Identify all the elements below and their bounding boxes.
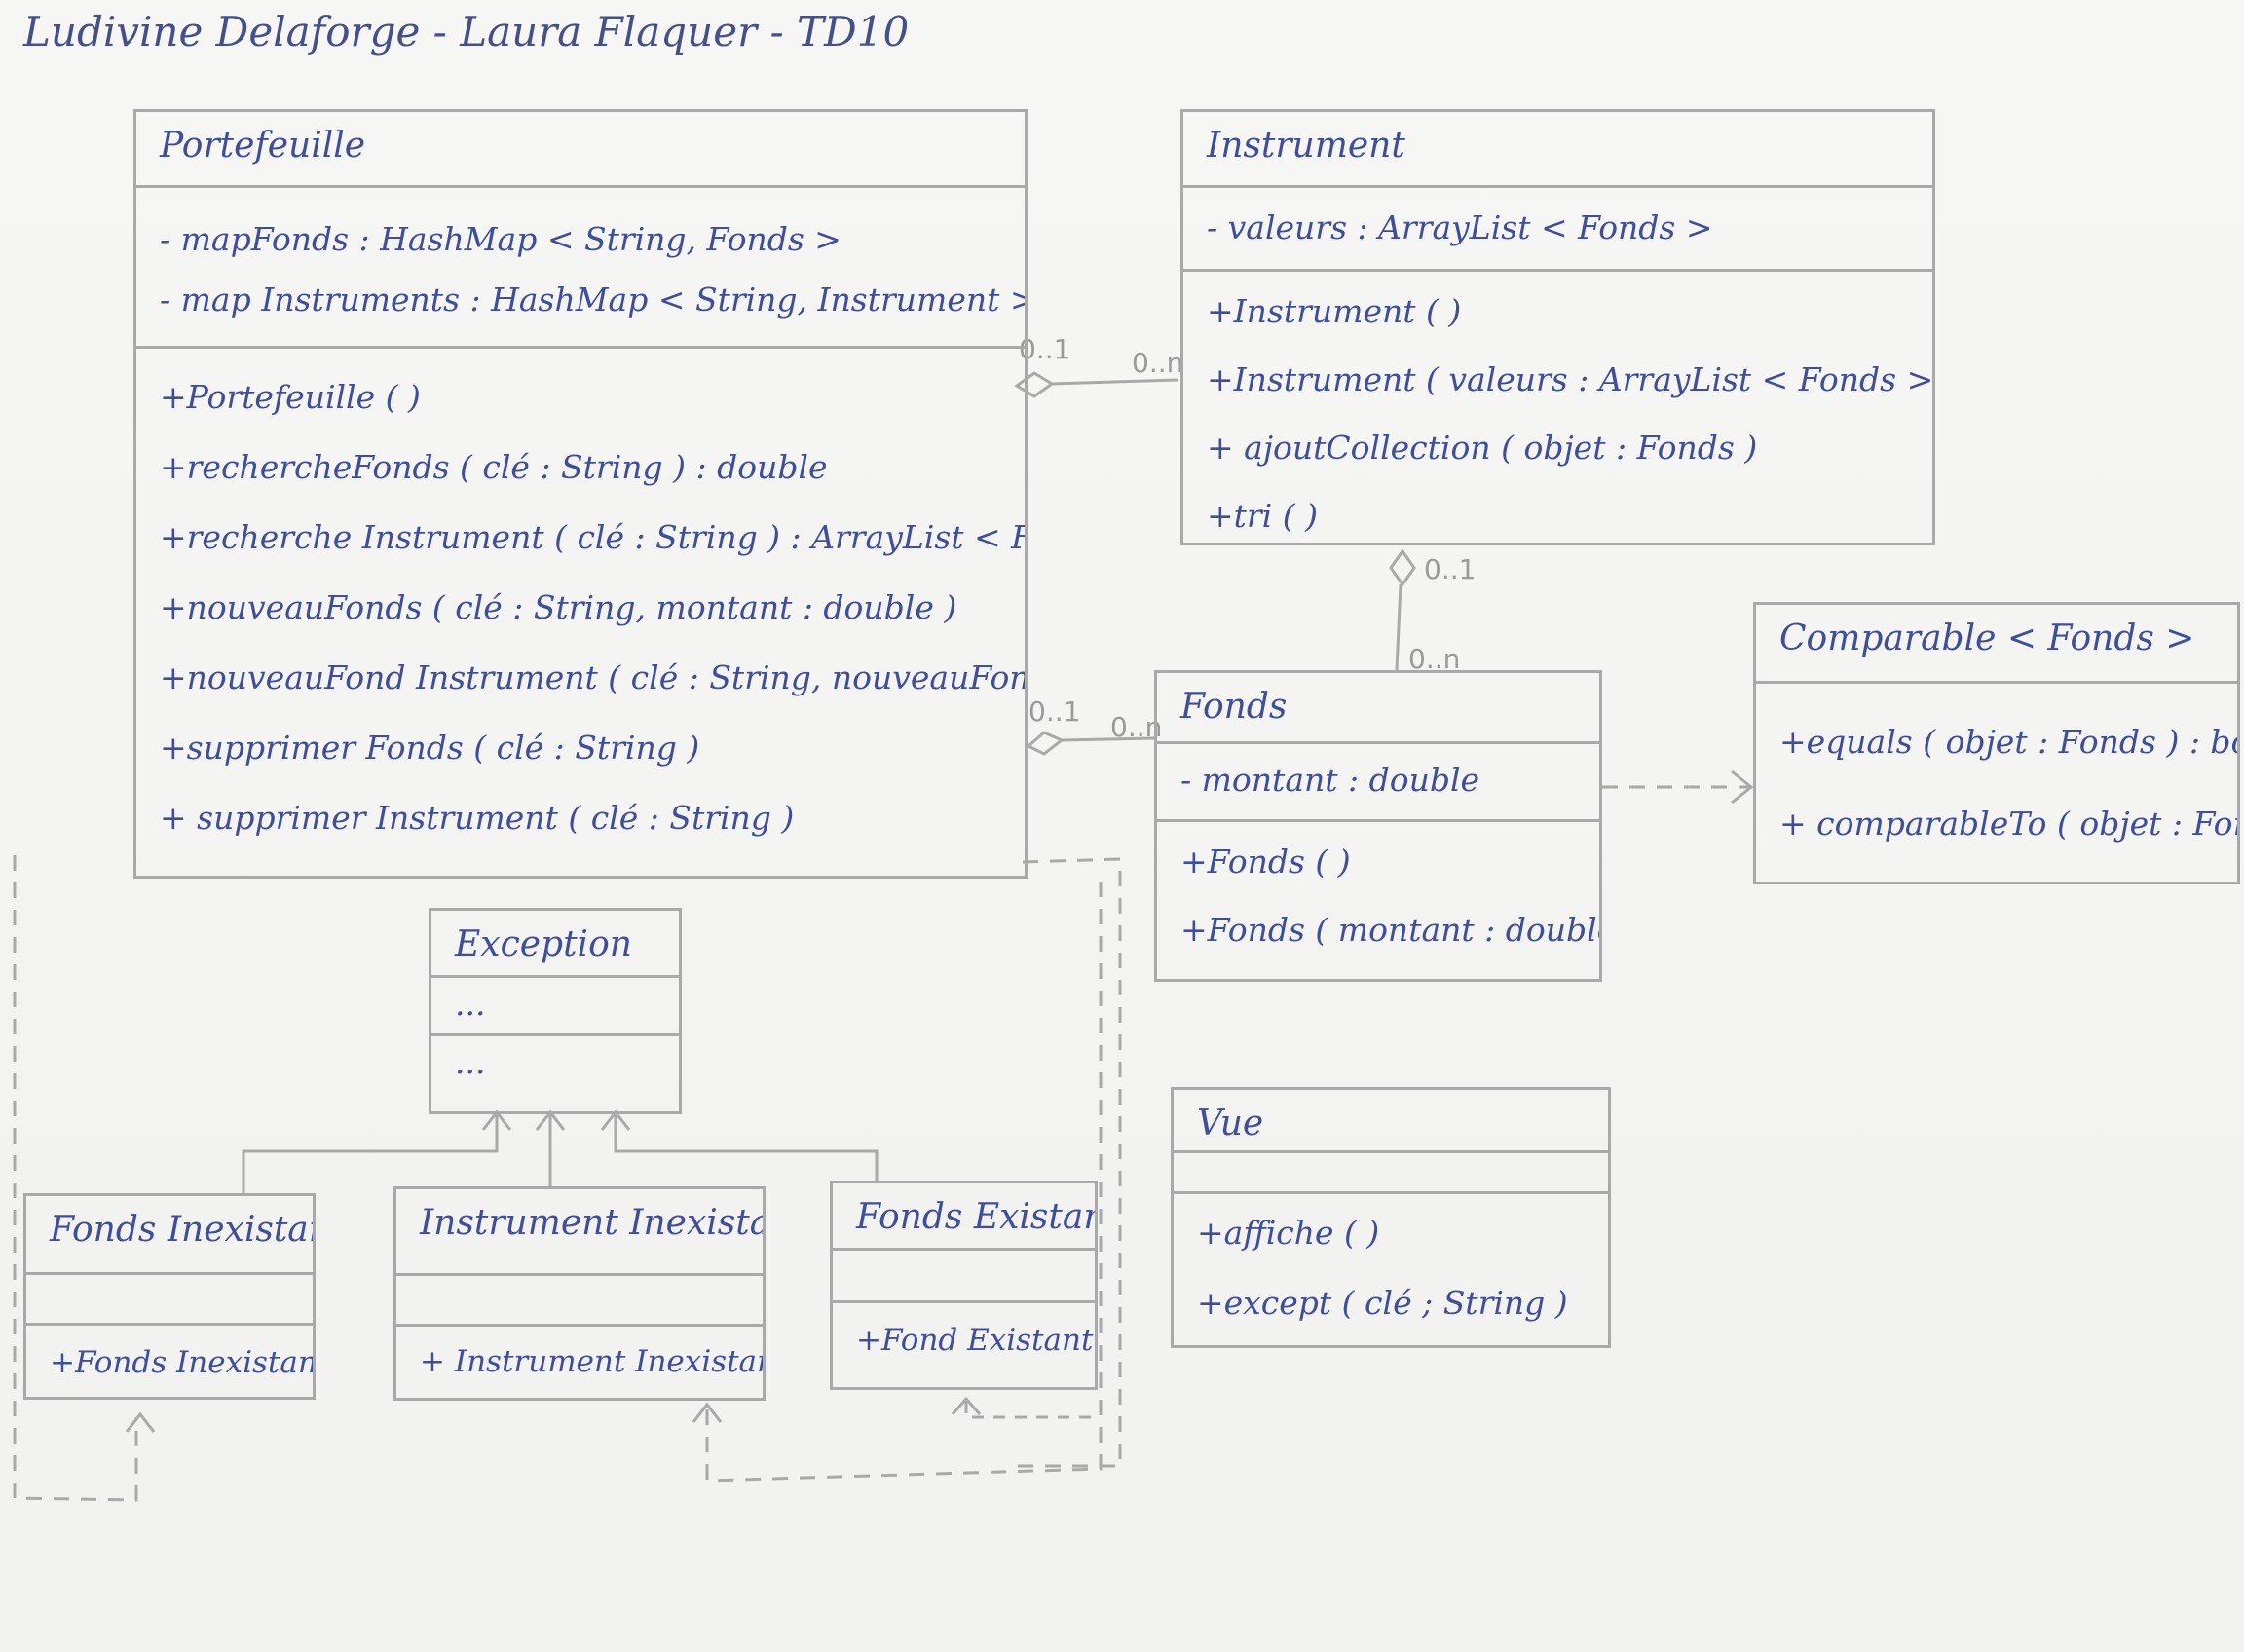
method-line: ... [455, 1043, 486, 1081]
aggregation-instrument-fonds [1389, 548, 1416, 671]
method-line: + supprimer Instrument ( clé : String ) [160, 799, 795, 837]
dependency-fonds-inexistant [13, 855, 1122, 1502]
method-line: +except ( clé ; String ) [1197, 1284, 1568, 1322]
class-name: Comparable < Fonds > [1779, 619, 2195, 658]
mult-instrument-fonds-source: 0..1 [1424, 553, 1477, 585]
method-line: +supprimer Fonds ( clé : String ) [160, 729, 700, 767]
attributes-section: - montant : double [1157, 741, 1599, 819]
method-line: + comparableTo ( objet : Fonds ) : byte [1779, 805, 2237, 843]
method-line: +Fond Existant [856, 1323, 1094, 1358]
realization-fonds-comparable [1602, 770, 1754, 805]
method-line: +Portefeuille ( ) [160, 378, 421, 416]
class-fonds-inexistant: Fonds Inexistant +Fonds Inexistant [23, 1193, 316, 1400]
attributes-section: ... [431, 975, 679, 1033]
class-name: Portefeuille [160, 126, 366, 166]
method-line: +affiche ( ) [1197, 1214, 1380, 1252]
method-line: +Fonds Inexistant [50, 1345, 313, 1380]
class-fonds-existant: Fonds Existant +Fond Existant [830, 1181, 1098, 1390]
attributes-section [1174, 1150, 1608, 1191]
class-name: Fonds Existant [856, 1197, 1095, 1237]
attributes-section: - mapFonds : HashMap < String, Fonds > -… [136, 185, 1025, 346]
mult-portefeuille-instrument-target: 0..n [1132, 347, 1184, 379]
attributes-section [396, 1273, 763, 1324]
attribute-line: - valeurs : ArrayList < Fonds > [1207, 208, 1713, 246]
aggregation-portefeuille-fonds [1026, 731, 1155, 756]
class-name: Instrument [1207, 126, 1405, 166]
attributes-section [26, 1272, 313, 1323]
mult-instrument-fonds-target: 0..n [1408, 643, 1461, 675]
class-name: Exception [455, 924, 632, 964]
dependency-instrument-inexistant [692, 882, 1103, 1483]
methods-section: +Instrument ( ) +Instrument ( valeurs : … [1183, 269, 1932, 543]
aggregation-portefeuille-instrument [1014, 371, 1179, 398]
mult-portefeuille-fonds-source: 0..1 [1028, 695, 1081, 728]
methods-section: +affiche ( ) +except ( clé ; String ) [1174, 1191, 1608, 1345]
methods-section: +Portefeuille ( ) +rechercheFonds ( clé … [136, 346, 1025, 876]
methods-section: +Fonds Inexistant [26, 1323, 313, 1397]
attribute-line: - montant : double [1180, 761, 1480, 799]
method-line: +Fonds ( ) [1180, 843, 1351, 881]
diagram-title: Ludivine Delaforge - Laura Flaquer - TD1… [23, 8, 910, 56]
class-exception: Exception ... ... [429, 908, 682, 1114]
attribute-line: - mapFonds : HashMap < String, Fonds > [160, 220, 842, 258]
method-line: +Instrument ( ) [1207, 292, 1462, 330]
method-line: + ajoutCollection ( objet : Fonds ) [1207, 429, 1758, 467]
methods-section: +Fonds ( ) +Fonds ( montant : double ) [1157, 819, 1599, 979]
attributes-section: - valeurs : ArrayList < Fonds > [1183, 185, 1932, 269]
method-line: +nouveauFonds ( clé : String, montant : … [160, 588, 957, 626]
class-name: Fonds Inexistant [50, 1210, 313, 1250]
mult-portefeuille-fonds-target: 0..n [1110, 711, 1163, 743]
method-line: +equals ( objet : Fonds ) : boolean [1779, 723, 2237, 761]
methods-section: ... [431, 1033, 679, 1111]
method-line: +recherche Instrument ( clé : String ) :… [160, 518, 1025, 556]
class-vue: Vue +affiche ( ) +except ( clé ; String … [1171, 1087, 1611, 1348]
method-line: +rechercheFonds ( clé : String ) : doubl… [160, 448, 828, 486]
methods-section: + Instrument Inexistant [396, 1324, 763, 1398]
class-portefeuille: Portefeuille - mapFonds : HashMap < Stri… [133, 109, 1028, 879]
method-line: +Instrument ( valeurs : ArrayList < Fond… [1207, 360, 1932, 398]
class-name: Fonds [1180, 687, 1288, 727]
class-fonds: Fonds - montant : double +Fonds ( ) +Fon… [1154, 670, 1602, 982]
class-name: Vue [1197, 1104, 1264, 1144]
class-instrument: Instrument - valeurs : ArrayList < Fonds… [1180, 109, 1935, 545]
attributes-section [833, 1248, 1095, 1300]
class-name: Instrument Inexistant [420, 1203, 763, 1243]
attribute-line: ... [455, 985, 486, 1023]
class-instrument-inexistant: Instrument Inexistant + Instrument Inexi… [393, 1186, 766, 1401]
methods-section: +Fond Existant [833, 1300, 1095, 1387]
method-line: +nouveauFond Instrument ( clé : String, … [160, 658, 1025, 696]
attribute-line: - map Instruments : HashMap < String, In… [160, 281, 1025, 319]
method-line: +Fonds ( montant : double ) [1180, 911, 1599, 949]
dependency-fonds-existant [951, 1396, 1091, 1419]
method-line: + Instrument Inexistant [420, 1344, 763, 1379]
methods-section: +equals ( objet : Fonds ) : boolean + co… [1756, 681, 2237, 882]
method-line: +tri ( ) [1207, 497, 1318, 535]
class-comparable-fonds: Comparable < Fonds > +equals ( objet : F… [1753, 602, 2240, 884]
inheritance-exception [242, 1109, 879, 1193]
